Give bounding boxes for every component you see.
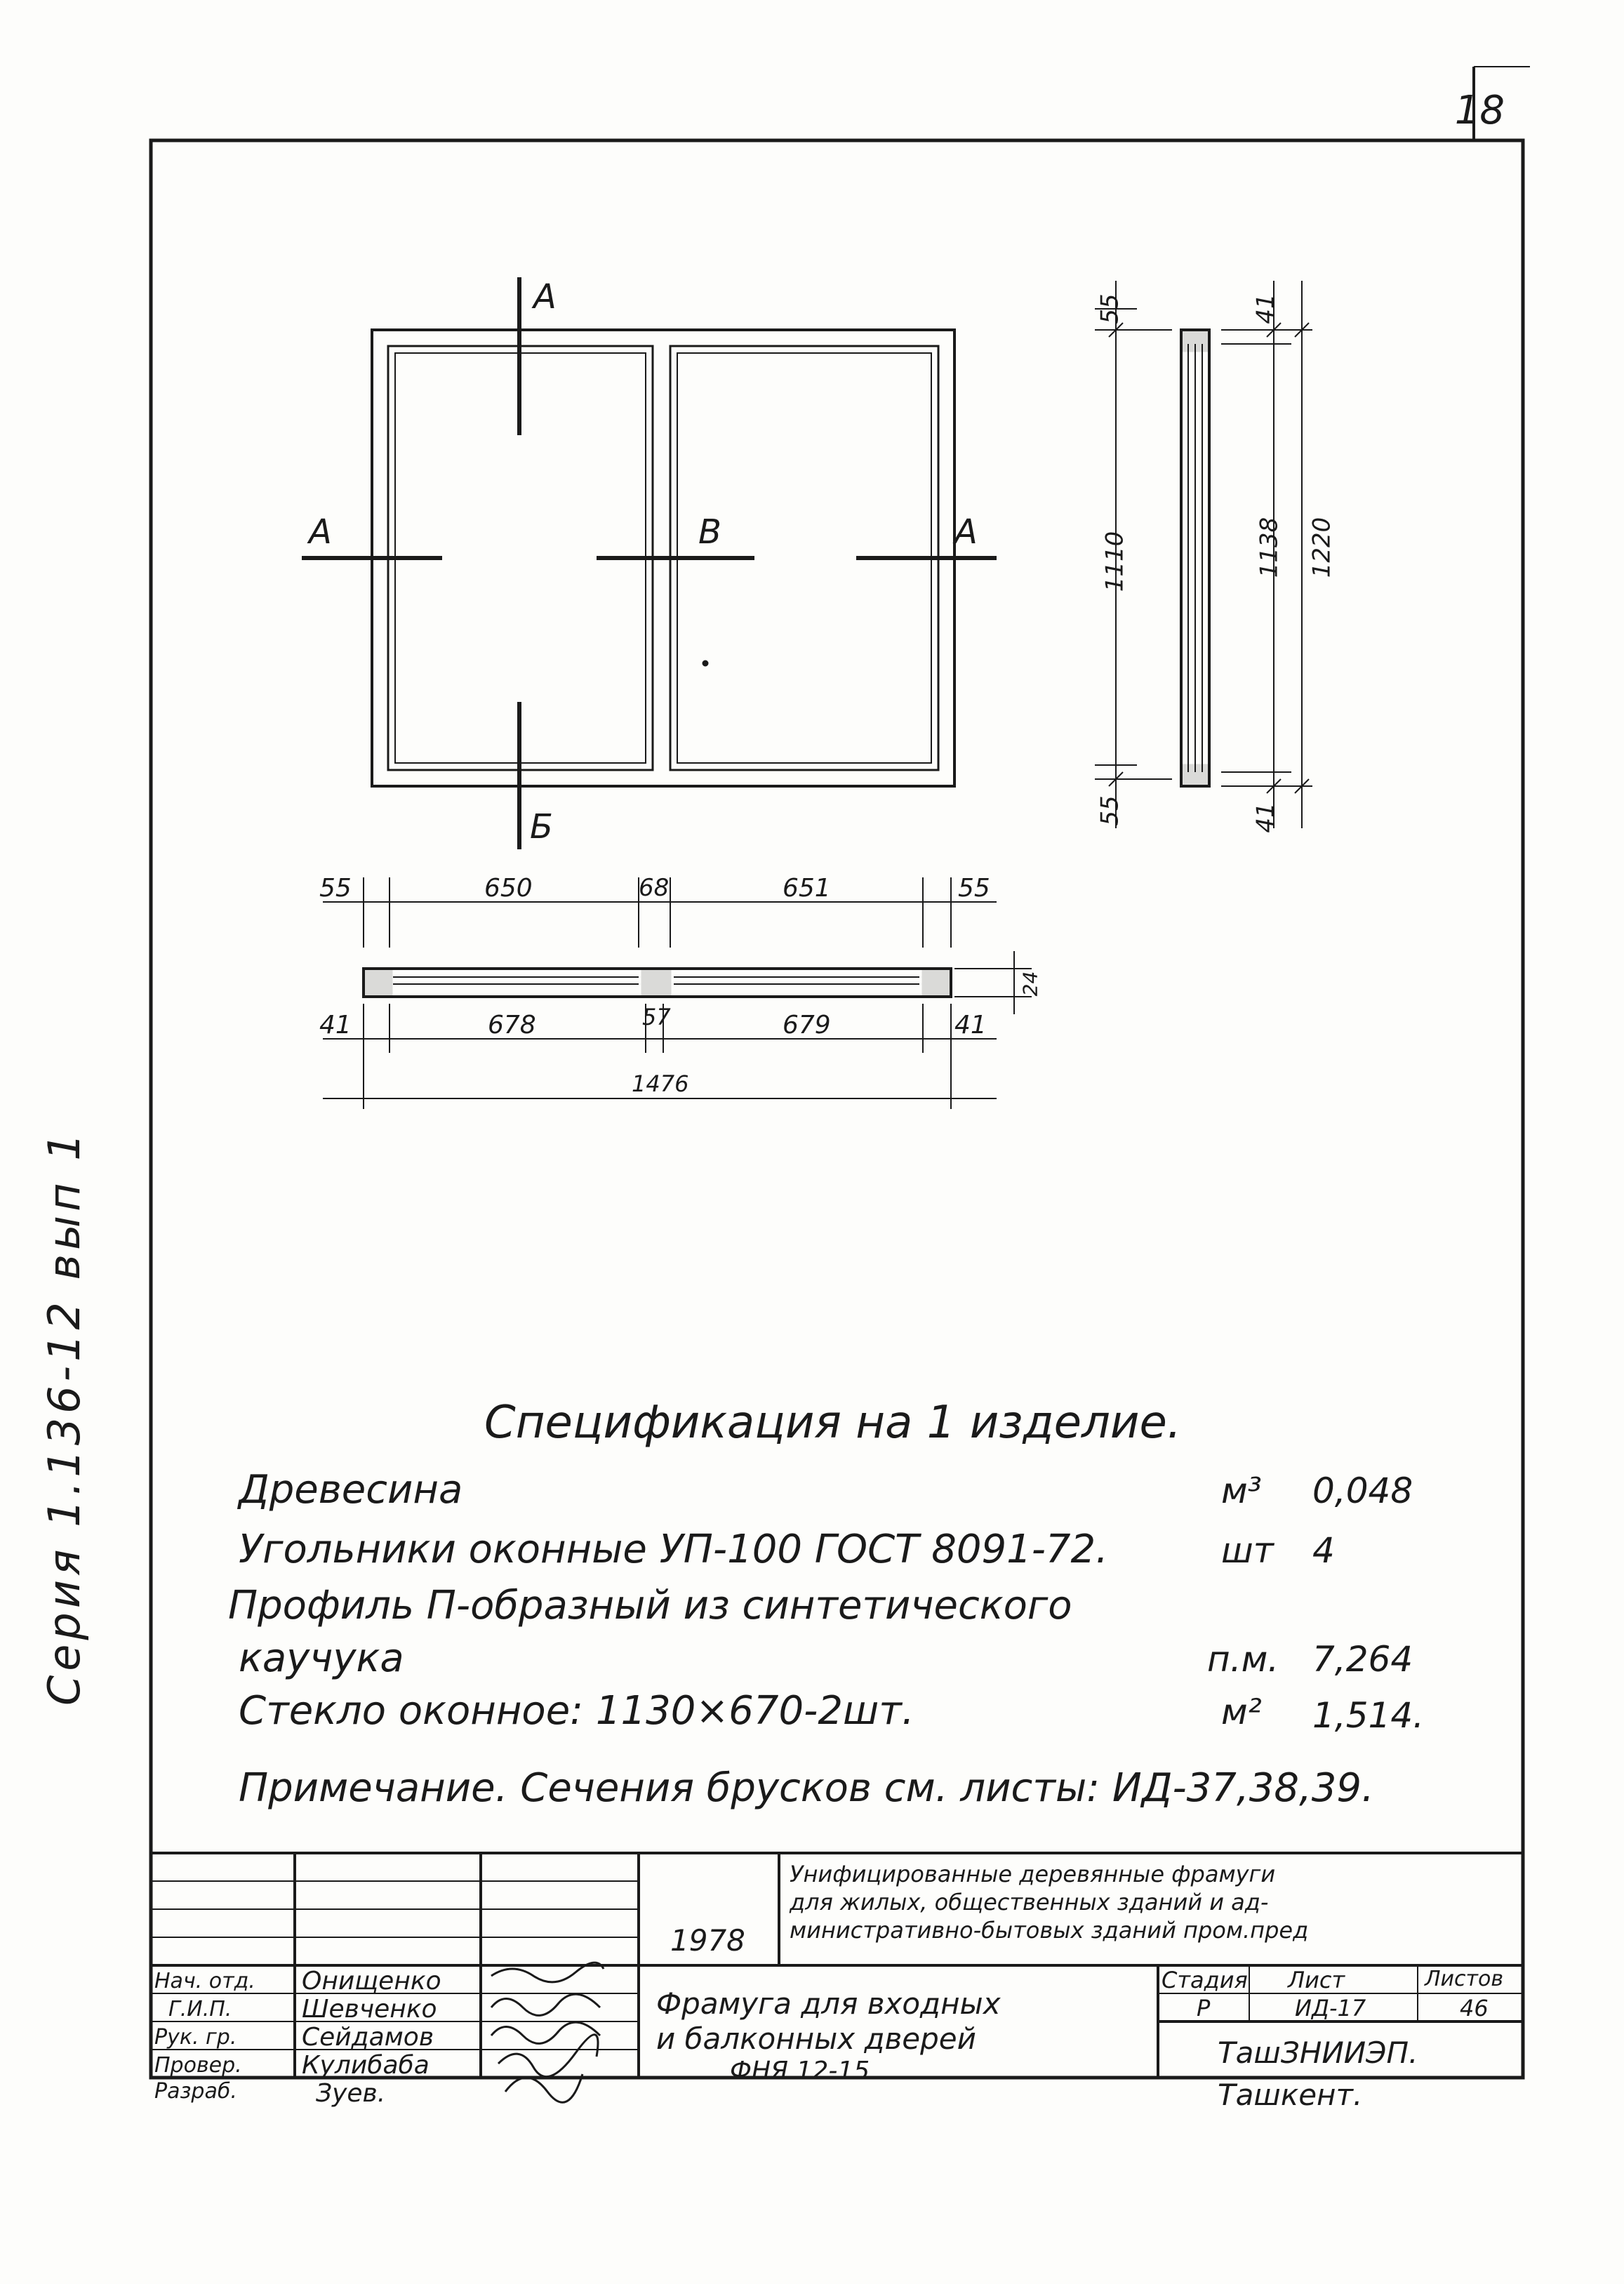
signature-4 <box>497 2033 599 2078</box>
tb-sheets-header: Листов <box>1425 1967 1504 1991</box>
tb-stage-header: Стадия <box>1162 1967 1248 1993</box>
title-block-grid <box>151 1852 1523 2078</box>
tb-name: Кулибаба <box>302 2051 430 2080</box>
dim-label: 651 <box>783 874 831 903</box>
signature-3 <box>490 2021 601 2045</box>
spec-row-name: Древесина <box>239 1467 463 1513</box>
tb-role: Провер. <box>154 2053 242 2078</box>
signature-5 <box>504 2073 584 2104</box>
spec-row-qty: 1,514. <box>1312 1695 1425 1736</box>
dim-label: 57 <box>642 1004 671 1030</box>
tb-name: Сейдамов <box>302 2023 434 2052</box>
dim-label: 1110 <box>1100 531 1129 592</box>
section-label-v: В <box>698 512 721 552</box>
spec-row-qty: 4 <box>1312 1530 1335 1571</box>
tb-role: Г.И.П. <box>168 1997 232 2021</box>
tb-sheet-header: Лист <box>1288 1967 1345 1993</box>
tb-drawing-code: ФНЯ 12-15. <box>730 2057 878 2085</box>
spec-row-unit: м³ <box>1221 1470 1262 1511</box>
page-number: 18 <box>1454 88 1505 133</box>
dim-label: 678 <box>488 1011 536 1040</box>
dim-label: 1476 <box>632 1070 689 1097</box>
spec-row-name: Профиль П-образный из синтетического <box>228 1583 1072 1628</box>
tb-sheet: ИД-17 <box>1295 1995 1366 2021</box>
tb-stage: Р <box>1197 1995 1211 2021</box>
spec-row-name: Стекло оконное: 1130×670-2шт. <box>239 1688 914 1734</box>
spec-row-name: Угольники оконные УП-100 ГОСТ 8091-72. <box>239 1527 1108 1572</box>
tb-name: Онищенко <box>302 1967 441 1996</box>
dim-label: 68 <box>639 874 670 902</box>
dim-label: 55 <box>1096 293 1124 324</box>
tb-year: 1978 <box>670 1923 745 1958</box>
dim-label: 55 <box>958 874 990 903</box>
dim-label: 41 <box>1251 293 1280 324</box>
tb-organization: ТашЗНИИЭП. <box>1218 2036 1418 2070</box>
spec-row-unit: м² <box>1221 1692 1262 1732</box>
tb-role: Рук. гр. <box>154 2025 237 2050</box>
tb-city: Ташкент. <box>1218 2078 1363 2112</box>
dim-label: 679 <box>783 1011 831 1040</box>
spec-row-unit: шт <box>1221 1530 1274 1571</box>
tb-project-line: министративно-бытовых зданий пром.пред <box>790 1917 1309 1944</box>
signatures <box>490 1961 605 2104</box>
tb-project-line: для жилых, общественных зданий и ад- <box>790 1889 1269 1915</box>
specification-title: Спецификация на 1 изделие. <box>484 1397 1182 1449</box>
dim-label: 41 <box>954 1011 987 1040</box>
spec-row-qty: 7,264 <box>1312 1639 1413 1680</box>
tb-role: Нач. отд. <box>154 1969 255 1993</box>
tb-name: Зуев. <box>316 2079 386 2108</box>
dim-label: 55 <box>1096 795 1124 826</box>
dim-label: 1220 <box>1307 517 1336 578</box>
signature-2 <box>490 1993 601 2017</box>
page-frame <box>149 138 1525 2080</box>
section-label-a-right: А <box>954 512 978 552</box>
dim-label: 1138 <box>1255 517 1284 578</box>
tb-project-line: Унифицированные деревянные фрамуги <box>790 1861 1276 1887</box>
plan-profile <box>362 967 952 998</box>
dim-label: 24 <box>1018 971 1042 997</box>
tb-drawing-title: и балконных дверей <box>656 2021 976 2056</box>
side-section <box>1095 281 1312 828</box>
spec-row-name: каучука <box>239 1635 404 1681</box>
dim-label: 650 <box>484 874 533 903</box>
tb-drawing-title: Фрамуга для входных <box>656 1986 1001 2021</box>
dim-label: 41 <box>319 1011 352 1040</box>
section-label-a-top: А <box>533 277 557 317</box>
front-elevation <box>302 277 997 849</box>
spec-row-qty: 0,048 <box>1312 1470 1413 1511</box>
tb-sheets: 46 <box>1460 1995 1489 2021</box>
dim-label: 55 <box>319 874 352 903</box>
tb-role: Разраб. <box>154 2079 237 2104</box>
spec-note: Примечание. Сечения брусков см. листы: И… <box>239 1765 1374 1811</box>
section-label-a-left: А <box>309 512 332 552</box>
signature-1 <box>491 1961 605 1984</box>
section-label-b: Б <box>530 807 553 846</box>
side-profile-outer <box>1180 328 1211 788</box>
dim-label: 41 <box>1251 802 1280 833</box>
spec-row-unit: п.м. <box>1207 1639 1279 1680</box>
plan-section <box>323 877 1032 1109</box>
tb-name: Шевченко <box>302 1995 437 2024</box>
point-mark <box>702 660 709 667</box>
